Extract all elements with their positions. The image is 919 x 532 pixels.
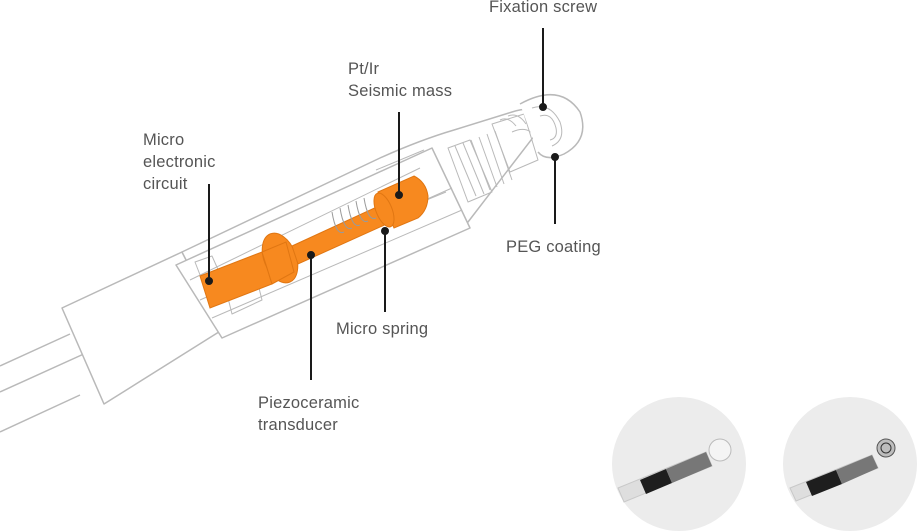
- tip-dome: [519, 93, 584, 159]
- label-seismic-mass-line1: Pt/Ir: [348, 60, 380, 78]
- leader-lines: [205, 28, 559, 380]
- thumbnail-rounded-tip: [612, 397, 746, 531]
- label-seismic-mass: Pt/Ir Seismic mass: [348, 58, 452, 102]
- label-micro-spring: Micro spring: [336, 320, 429, 338]
- thumbnail-screw-tip: [783, 397, 917, 531]
- micro-spring-coils: [331, 197, 377, 234]
- label-seismic-mass-line2: Seismic mass: [348, 82, 453, 100]
- label-micro-circuit: Micro electronic circuit: [143, 129, 216, 195]
- label-piezo-transducer-line2: transducer: [258, 416, 338, 434]
- label-piezo-transducer: Piezoceramic transducer: [258, 392, 359, 436]
- label-micro-circuit-line2: electronic: [143, 153, 216, 171]
- label-micro-circuit-line1: Micro: [143, 131, 185, 149]
- label-micro-circuit-line3: circuit: [143, 175, 188, 193]
- label-peg-coating: PEG coating: [506, 238, 601, 256]
- label-piezo-transducer-line1: Piezoceramic: [258, 394, 360, 412]
- label-fixation-screw: Fixation screw: [489, 0, 598, 16]
- internal-components: [199, 175, 429, 309]
